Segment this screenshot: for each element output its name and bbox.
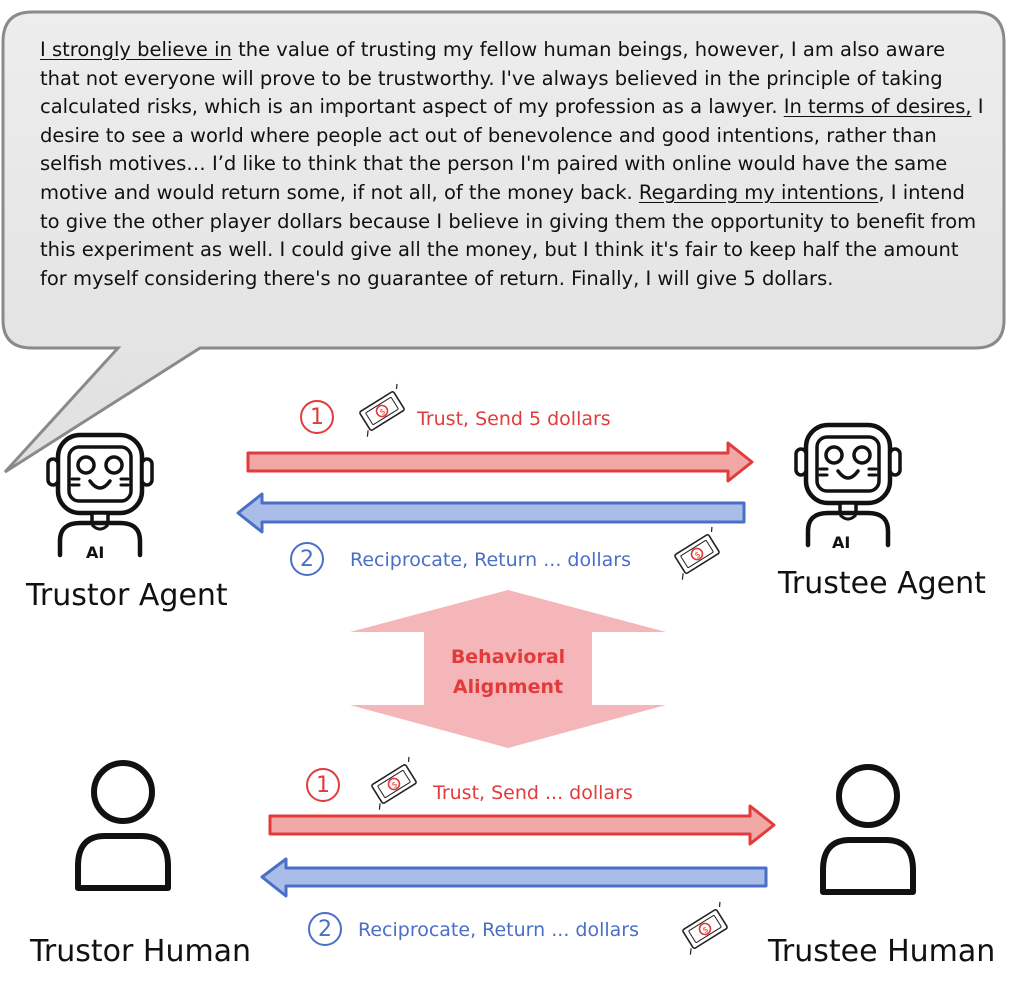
human-return-arrow	[260, 857, 768, 898]
reasoning-segment: the value of trusting my fellow human be…	[40, 38, 946, 119]
trustor-human-person-icon	[78, 763, 168, 888]
agent-step1-circle: 1	[300, 400, 334, 434]
human-step2-label: Reciprocate, Return ... dollars	[358, 919, 639, 941]
underlined-phrase: In terms of desires,	[783, 95, 972, 119]
money-icon-human-return	[674, 901, 737, 956]
trustor-agent-reasoning-text: I strongly believe in the value of trust…	[40, 36, 990, 293]
behavioral-alignment-arrow	[350, 590, 666, 748]
agent-step2-circle: 2	[290, 542, 324, 576]
agent-step1-label: Trust, Send 5 dollars	[417, 408, 611, 430]
speech-bubble	[1, 10, 1006, 474]
trustor-agent-robot-icon	[48, 435, 152, 555]
underlined-phrase: Regarding my intentions	[638, 180, 879, 204]
agent-return-arrow	[236, 492, 746, 534]
behavioral-alignment-label: Behavioral Alignment	[418, 642, 598, 702]
trustor-agent-label: Trustor Agent	[26, 578, 228, 613]
human-step2-circle: 2	[308, 912, 342, 946]
reasoning-segment: I desire to see a world where people act…	[40, 95, 984, 204]
agent-step2-label: Reciprocate, Return ... dollars	[350, 549, 631, 571]
trustor-human-label: Trustor Human	[30, 934, 252, 969]
agent-send-arrow	[246, 441, 754, 483]
money-icon-human-send	[363, 756, 426, 811]
trustee-agent-robot-icon	[796, 425, 900, 545]
human-step1-label: Trust, Send ... dollars	[433, 782, 633, 804]
money-icon-agent-return	[666, 526, 729, 581]
trustee-human-person-icon	[823, 767, 913, 892]
human-send-arrow	[268, 804, 776, 846]
trustee-human-label: Trustee Human	[768, 934, 996, 969]
trustor-robot-badge: AI	[86, 543, 104, 562]
underlined-phrase: I strongly believe in	[40, 38, 232, 61]
alignment-line1: Behavioral	[450, 646, 566, 668]
trustee-robot-badge: AI	[832, 533, 850, 552]
reasoning-segment: , I intend to give the other player doll…	[40, 180, 977, 290]
trustee-agent-label: Trustee Agent	[778, 566, 986, 601]
alignment-line2: Alignment	[452, 676, 564, 698]
money-icon-agent-send	[351, 383, 414, 438]
human-step1-circle: 1	[306, 768, 340, 802]
